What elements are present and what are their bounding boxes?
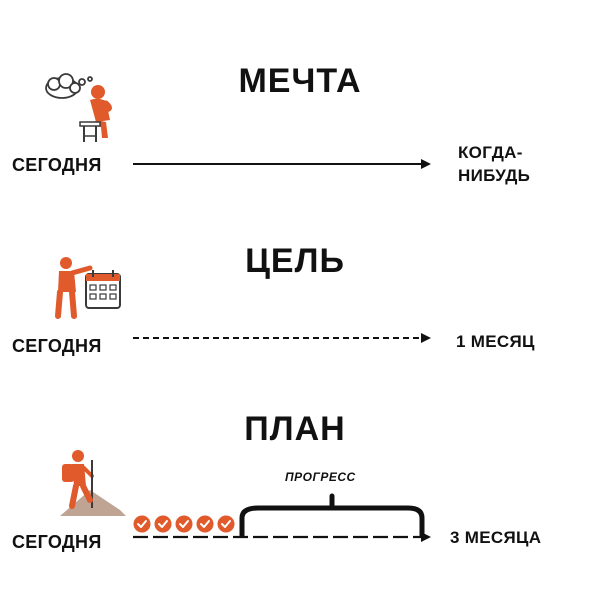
plan-start-label: СЕГОДНЯ xyxy=(12,532,102,552)
goal-end-label: 1 МЕСЯЦ xyxy=(456,332,535,351)
dreaming-person-icon xyxy=(45,73,112,142)
dream-start-label: СЕГОДНЯ xyxy=(12,155,102,175)
hiker-climbing-icon xyxy=(60,450,126,516)
check-circle-icon xyxy=(196,515,214,533)
check-circle-icon xyxy=(175,515,193,533)
completed-steps xyxy=(133,512,243,536)
dream-timeline-arrow xyxy=(133,159,431,169)
dream-end-line2: НИБУДЬ xyxy=(458,165,531,185)
goal-start-label: СЕГОДНЯ xyxy=(12,336,102,356)
dream-end-label: КОГДА- НИБУДЬ xyxy=(458,142,530,188)
goal-title: ЦЕЛЬ xyxy=(245,242,345,280)
dream-end-line1: КОГДА- xyxy=(458,143,523,162)
progress-label: ПРОГРЕСС xyxy=(285,470,356,484)
dream-title: МЕЧТА xyxy=(238,62,362,100)
check-circle-icon xyxy=(154,515,172,533)
plan-end-label: 3 МЕСЯЦА xyxy=(450,528,542,547)
progress-bracket xyxy=(239,493,425,538)
check-circle-icon xyxy=(133,515,151,533)
person-with-calendar-icon xyxy=(55,257,121,319)
goal-timeline-arrow xyxy=(133,333,431,343)
check-circle-icon xyxy=(217,515,235,533)
plan-title: ПЛАН xyxy=(244,410,346,448)
